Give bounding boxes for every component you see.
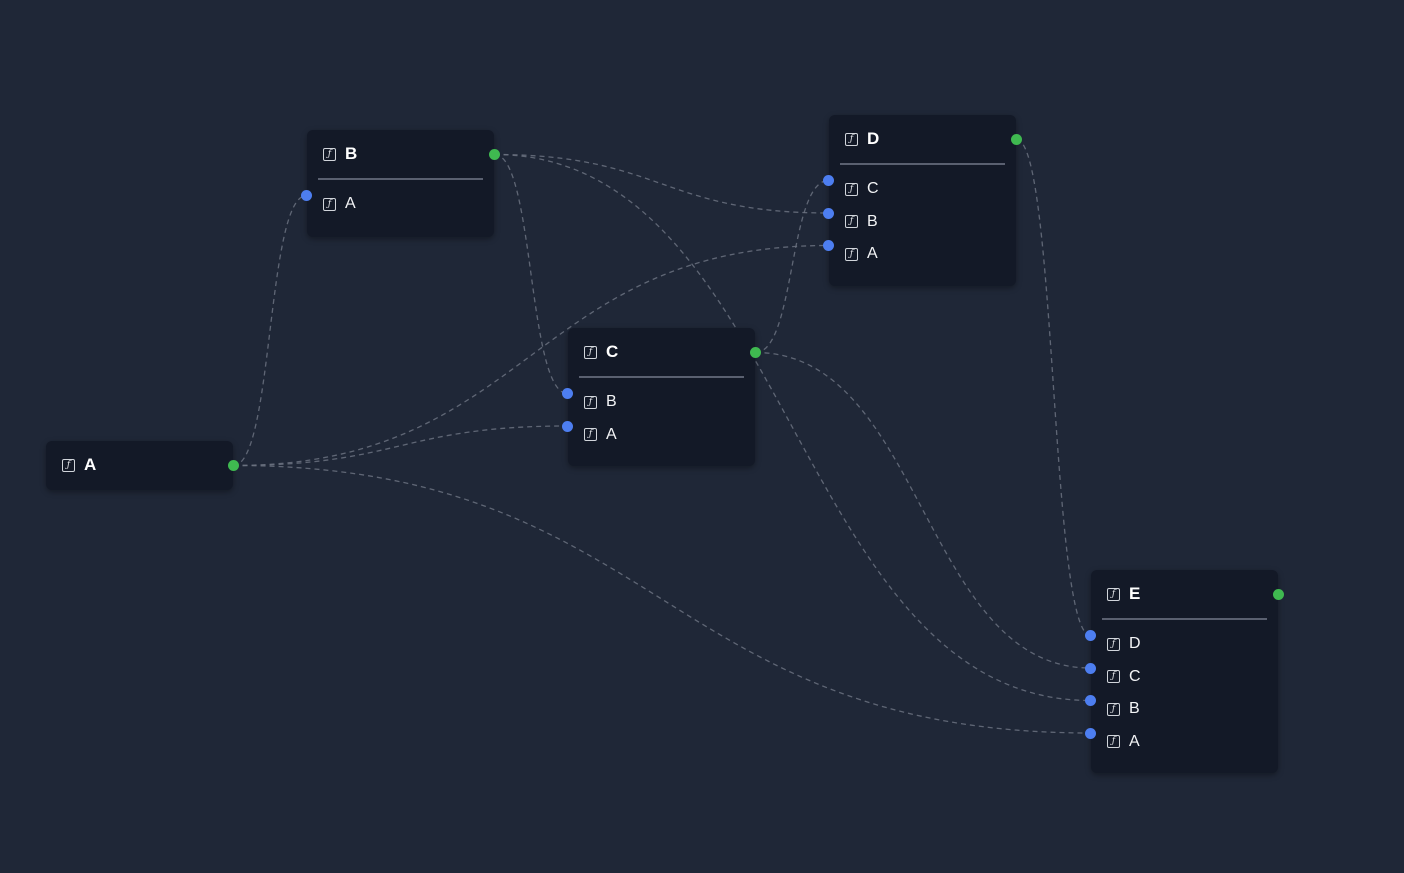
node-a-title: A (84, 455, 97, 474)
node-b[interactable]: ƒ B ƒ A (301, 130, 500, 237)
port-label: B (867, 212, 878, 230)
node-a-output-handle[interactable] (228, 460, 239, 471)
node-e-header: ƒ E (1091, 570, 1284, 618)
function-icon: ƒ (323, 197, 336, 211)
function-icon: ƒ (845, 182, 858, 196)
node-e-input-c-handle[interactable] (1085, 662, 1096, 674)
node-d-divider (840, 163, 1005, 165)
node-d-input-a: ƒ A (823, 238, 1016, 271)
node-d-header: ƒ D (829, 115, 1022, 163)
function-icon: ƒ (1107, 735, 1120, 749)
port-label: A (606, 425, 617, 443)
node-d-input-a-handle[interactable] (823, 240, 834, 251)
node-c-input-a-handle[interactable] (562, 420, 573, 432)
node-c-input-b: ƒ B (562, 386, 755, 419)
function-icon: ƒ (845, 247, 858, 261)
node-e-input-d: ƒ D (1085, 628, 1278, 661)
node-e-output-handle[interactable] (1273, 589, 1284, 600)
port-label: C (867, 180, 879, 198)
node-d-title: D (867, 129, 880, 148)
function-icon: ƒ (584, 428, 597, 442)
function-icon: ƒ (584, 345, 597, 359)
function-icon: ƒ (1107, 670, 1120, 684)
node-b-header: ƒ B (307, 130, 500, 178)
edge-c-to-e[interactable] (755, 351, 1091, 669)
node-c-input-a: ƒ A (562, 419, 755, 452)
node-e-input-d-handle[interactable] (1085, 630, 1096, 641)
node-c[interactable]: ƒ C ƒ B ƒ A (562, 328, 761, 466)
edge-b-to-d[interactable] (494, 153, 829, 214)
node-c-header: ƒ C (568, 328, 761, 376)
port-label: A (867, 245, 878, 263)
node-e-input-a-handle[interactable] (1085, 727, 1096, 739)
node-b-divider (318, 178, 483, 180)
function-icon: ƒ (1107, 637, 1120, 651)
node-d-input-b-handle[interactable] (823, 207, 834, 219)
node-b-input-a: ƒ A (301, 188, 494, 221)
edge-c-to-d[interactable] (755, 179, 829, 354)
function-icon: ƒ (323, 147, 336, 161)
node-d[interactable]: ƒ D ƒ C ƒ B ƒ A (823, 115, 1022, 286)
node-e-input-c: ƒ C (1085, 661, 1278, 694)
edge-a-to-c[interactable] (233, 425, 568, 467)
port-label: B (1129, 700, 1140, 718)
function-icon: ƒ (1107, 587, 1120, 601)
edge-a-to-e[interactable] (233, 464, 1091, 734)
edge-a-to-b[interactable] (233, 194, 307, 467)
node-d-output-handle[interactable] (1011, 134, 1022, 145)
node-e-title: E (1129, 584, 1141, 603)
node-c-title: C (606, 342, 619, 361)
function-icon: ƒ (845, 132, 858, 146)
port-label: A (345, 195, 356, 213)
node-e[interactable]: ƒ E ƒ D ƒ C ƒ B ƒ A (1085, 570, 1284, 773)
port-label: D (1129, 635, 1141, 653)
function-icon: ƒ (584, 395, 597, 409)
node-e-input-b-handle[interactable] (1085, 695, 1096, 706)
node-d-input-c: ƒ C (823, 173, 1016, 206)
node-e-divider (1102, 618, 1267, 620)
function-icon: ƒ (62, 458, 75, 472)
port-label: C (1129, 667, 1141, 685)
node-b-input-a-handle[interactable] (301, 190, 312, 201)
port-label: B (606, 393, 617, 411)
node-d-input-b: ƒ B (823, 206, 1016, 239)
node-c-divider (579, 376, 744, 378)
node-c-input-b-handle[interactable] (562, 388, 573, 399)
port-label: A (1129, 732, 1140, 750)
edge-b-to-c[interactable] (494, 153, 568, 395)
node-c-output-handle[interactable] (750, 347, 761, 358)
node-b-output-handle[interactable] (489, 149, 500, 160)
function-icon: ƒ (845, 215, 858, 229)
node-a[interactable]: ƒ A (46, 441, 239, 490)
function-icon: ƒ (1107, 702, 1120, 716)
node-a-header: ƒ A (46, 441, 239, 489)
node-d-input-c-handle[interactable] (823, 175, 834, 186)
edge-d-to-e[interactable] (1016, 138, 1091, 637)
node-b-title: B (345, 144, 358, 163)
node-e-input-b: ƒ B (1085, 693, 1278, 726)
node-e-input-a: ƒ A (1085, 726, 1278, 759)
